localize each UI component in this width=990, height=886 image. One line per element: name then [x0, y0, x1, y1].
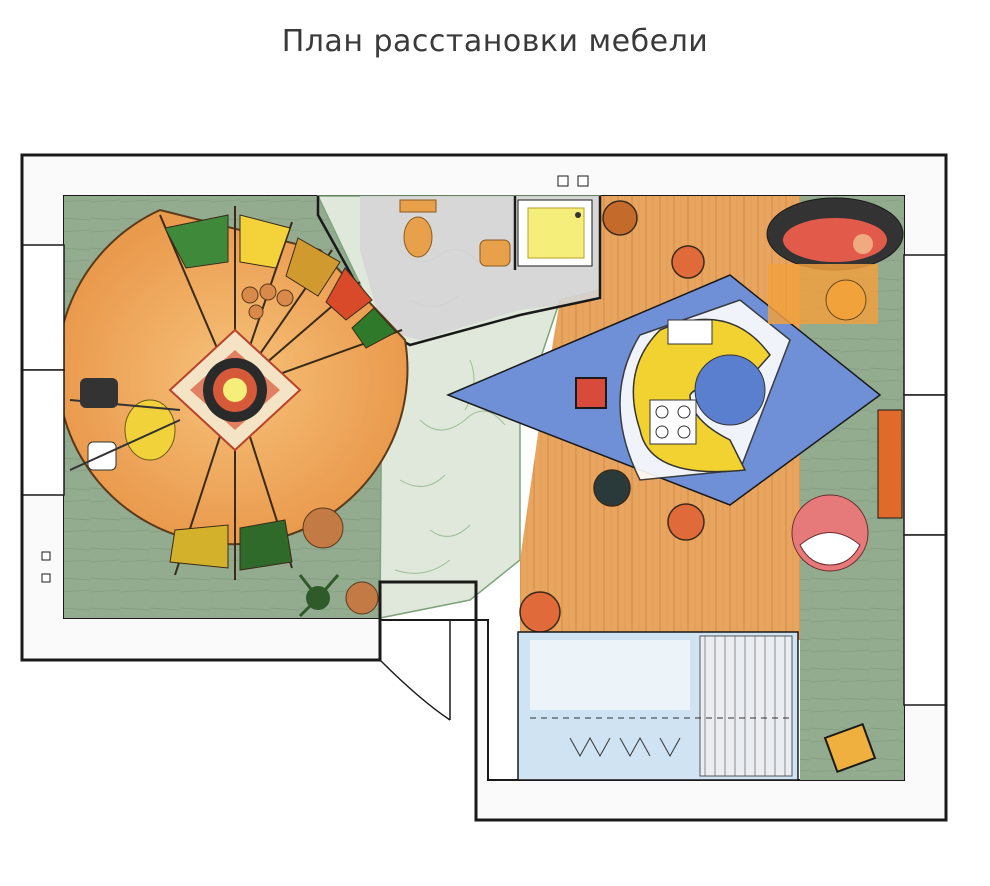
bar-stools-cluster — [241, 283, 294, 320]
pouf — [302, 507, 344, 549]
stools — [519, 200, 705, 633]
toilet — [399, 199, 437, 258]
entrance-door — [379, 620, 451, 721]
sink — [479, 239, 511, 267]
shelf-sections-top — [164, 214, 397, 349]
socket-icon — [557, 175, 569, 187]
center-rug — [168, 328, 302, 452]
side-table — [575, 377, 607, 409]
plant-icon — [298, 574, 340, 618]
radiator — [877, 409, 903, 519]
bathroom-walls — [316, 196, 602, 347]
shower-tray — [517, 199, 593, 267]
outer-wall-outline — [20, 153, 948, 822]
socket-icon — [41, 551, 51, 561]
round-sofa — [766, 197, 904, 271]
left-windows — [21, 244, 65, 496]
pouf — [825, 279, 867, 321]
small-table — [823, 722, 877, 774]
shelf-sections-bottom — [169, 519, 293, 571]
socket-icon — [577, 175, 589, 187]
desk-area — [69, 378, 181, 471]
socket-icon — [41, 573, 51, 583]
right-windows — [903, 254, 947, 706]
bar-counter — [619, 299, 791, 481]
armchair — [791, 494, 869, 572]
pouf — [345, 581, 379, 615]
bed — [517, 631, 799, 781]
page-title: План расстановки мебели — [281, 24, 709, 59]
